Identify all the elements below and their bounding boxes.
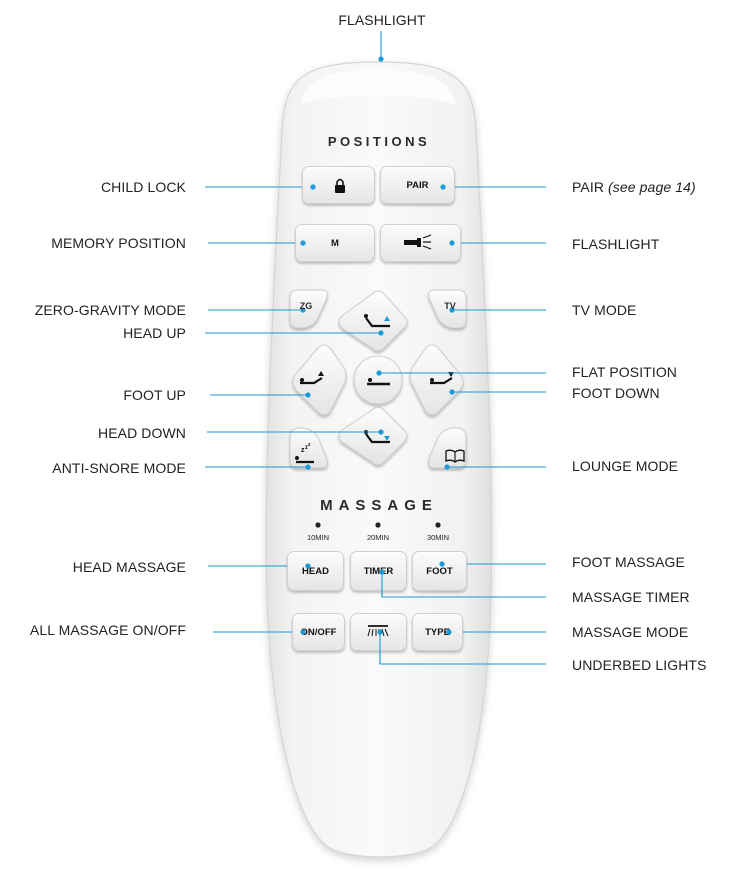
massage-on-off-button[interactable]: ON/OFF (292, 613, 345, 651)
timer-label-20: 20MIN (366, 533, 390, 542)
callout-massage-timer: MASSAGE TIMER (572, 589, 690, 605)
zero-gravity-button-shape[interactable] (289, 289, 328, 329)
svg-text:z: z (308, 442, 311, 448)
callout-lounge-mode: LOUNGE MODE (572, 458, 679, 474)
flashlight-button[interactable] (380, 224, 461, 262)
head-massage-button-label: HEAD (302, 565, 329, 577)
head-massage-button[interactable]: HEAD (287, 551, 344, 591)
callout-anti-snore-mode: ANTI-SNORE MODE (52, 460, 186, 476)
foot-up-icon (300, 371, 324, 385)
positions-header: POSITIONS (327, 134, 431, 149)
callout-massage-mode: MASSAGE MODE (572, 624, 689, 640)
head-up-button[interactable] (338, 290, 408, 352)
tv-button-label: TV (444, 301, 456, 311)
flat-position-icon (367, 378, 390, 386)
callout-flat-position: FLAT POSITION (572, 364, 678, 380)
pair-button-label: PAIR (406, 179, 429, 191)
callout-pair-text: PAIR (572, 179, 605, 195)
flat-position-button[interactable] (353, 355, 403, 405)
callout-flashlight-top: FLASHLIGHT (338, 12, 426, 28)
callout-tv-mode: TV MODE (572, 302, 637, 318)
timer-dot-30 (435, 522, 441, 528)
memory-button-label: M (331, 237, 339, 249)
callout-pair: PAIR (see page 14) (572, 179, 696, 195)
head-up-icon (364, 314, 390, 328)
tv-button-shape[interactable] (428, 289, 467, 329)
timer-dot-20 (375, 522, 381, 528)
callout-head-up: HEAD UP (123, 325, 186, 341)
book-icon (445, 449, 465, 463)
massage-type-button[interactable]: TYPE (412, 613, 463, 651)
massage-timer-button[interactable]: TIMER (350, 551, 407, 591)
callout-flashlight: FLASHLIGHT (572, 236, 660, 252)
timer-button-label: TIMER (363, 565, 394, 577)
foot-massage-button[interactable]: FOOT (412, 551, 467, 591)
memory-button[interactable]: M (295, 224, 375, 262)
callout-foot-down: FOOT DOWN (572, 385, 660, 401)
callout-head-massage: HEAD MASSAGE (72, 559, 186, 575)
head-down-button[interactable] (338, 406, 408, 466)
timer-label-10: 10MIN (306, 533, 330, 542)
pair-button[interactable]: PAIR (380, 166, 455, 204)
zero-gravity-button-label: ZG (299, 301, 313, 311)
timer-dot-10 (315, 522, 321, 528)
callout-foot-up: FOOT UP (123, 387, 186, 403)
type-button-label: TYPE (425, 626, 450, 638)
callout-zero-gravity-mode: ZERO-GRAVITY MODE (34, 302, 186, 318)
callout-pair-note: (see page 14) (608, 179, 696, 195)
svg-text:z: z (301, 447, 305, 454)
foot-massage-button-label: FOOT (426, 565, 453, 577)
remote-top-sheen (300, 70, 456, 105)
callout-all-massage-on-off: ALL MASSAGE ON/OFF (29, 622, 186, 638)
anti-snore-icon: z z z (295, 442, 314, 464)
leader-lines (205, 31, 546, 665)
on-off-button-label: ON/OFF (300, 626, 337, 638)
massage-header: MASSAGE (320, 497, 438, 514)
callout-child-lock: CHILD LOCK (100, 179, 186, 195)
timer-label-30: 30MIN (426, 533, 450, 542)
foot-down-button[interactable] (409, 344, 464, 416)
callout-foot-massage: FOOT MASSAGE (572, 554, 685, 570)
callout-memory-position: MEMORY POSITION (51, 235, 186, 251)
callout-head-down: HEAD DOWN (97, 425, 186, 441)
underbed-lights-button[interactable] (350, 613, 407, 651)
child-lock-button[interactable] (302, 166, 375, 204)
callout-underbed-lights: UNDERBED LIGHTS (572, 657, 707, 673)
svg-text:z: z (305, 445, 308, 451)
